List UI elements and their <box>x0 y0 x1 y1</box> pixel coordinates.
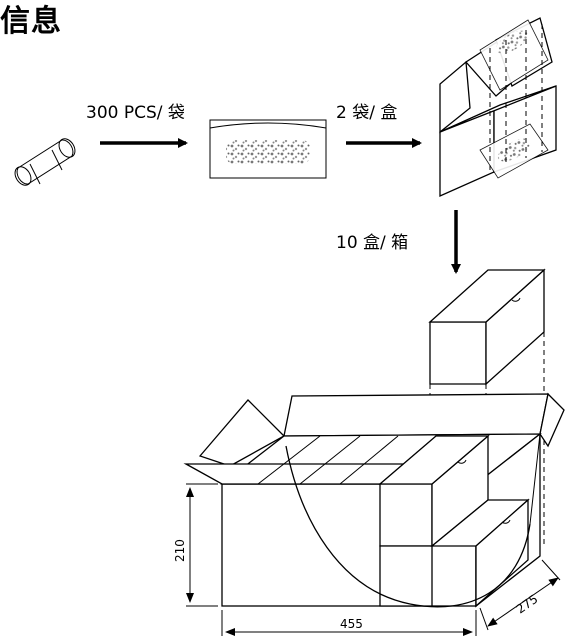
dimension-length-label: 455 <box>340 617 363 631</box>
fuse-icon <box>14 138 76 186</box>
dimension-height: 210 <box>173 483 218 607</box>
master-carton-icon <box>183 392 565 608</box>
dimension-length: 455 <box>221 610 477 636</box>
bags-per-box-label: 2 袋/ 盒 <box>336 103 397 123</box>
pcs-per-bag-label: 300 PCS/ 袋 <box>86 103 185 123</box>
boxes-per-carton-label: 10 盒/ 箱 <box>336 233 408 253</box>
dimension-height-label: 210 <box>173 539 187 562</box>
single-box-icon <box>428 268 546 600</box>
dimension-depth-label: 275 <box>514 592 541 617</box>
inner-box-icon <box>439 17 557 198</box>
page-title: 信息 <box>0 4 62 39</box>
bag-icon <box>209 119 327 179</box>
